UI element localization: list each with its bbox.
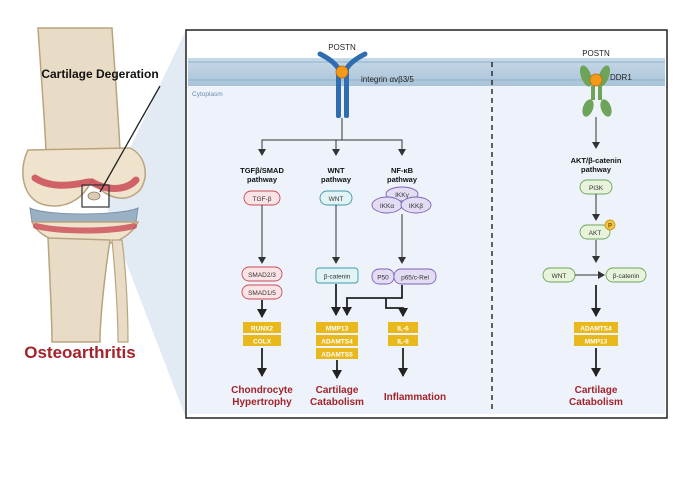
cytoplasm-region	[188, 86, 665, 414]
postn-ligand-left	[335, 65, 349, 79]
adamts5-box	[316, 348, 358, 359]
callout-line	[99, 85, 161, 193]
mmp13-box	[316, 322, 358, 333]
akt-outcome-2: Catabolism	[569, 397, 623, 408]
akt-title-1: AKT/β-catenin	[571, 156, 622, 165]
ikkb-label: IKKβ	[409, 203, 423, 210]
wnt-outcome-1: Cartilage	[316, 385, 359, 396]
runx2-box	[243, 322, 281, 333]
bcatenin-label: β-catenin	[324, 274, 351, 281]
phospho-badge	[604, 219, 616, 231]
tgf-outcome-1: Chondrocyte	[231, 385, 293, 396]
integrin-branch	[258, 118, 406, 156]
smad15-node	[241, 284, 283, 300]
adamts5-label: ADAMTS5	[321, 352, 353, 359]
smad23-label: SMAD2/3	[248, 272, 276, 279]
zoom-wedge	[108, 30, 186, 418]
pi3k-label: PI3K	[589, 185, 604, 192]
cytoplasm-label: Cytoplasm	[192, 91, 223, 98]
smad15-label: SMAD1/5	[248, 290, 276, 297]
wnt-title-2: pathway	[321, 175, 352, 184]
akt-label: AKT	[589, 230, 602, 237]
ikkg-label: IKKγ	[395, 192, 409, 199]
tgf-node-label: TGF-β	[253, 196, 272, 203]
wnt-outcome-2: Catabolism	[310, 397, 364, 408]
integrin-label: integrin αvβ3/5	[361, 75, 414, 84]
tgf-title-2: pathway	[247, 175, 278, 184]
akt-title-2: pathway	[581, 165, 612, 174]
callout-label: Cartilage Degeration	[41, 67, 158, 81]
akt-node	[579, 224, 611, 240]
ddr1-receptor	[579, 65, 612, 117]
akt-bcat-label: β-catenin	[613, 273, 640, 280]
adamts4-label: ADAMTS4	[321, 339, 353, 346]
postn-label-left: POSTN	[328, 43, 356, 52]
nfkb-to-wnt-arrow	[342, 285, 403, 316]
il8-box	[388, 335, 418, 346]
smad23-node	[241, 266, 283, 282]
disease-title: Osteoarthritis	[24, 343, 135, 362]
akt-mmp13-label: MMP13	[585, 339, 608, 346]
mmp13-label: MMP13	[326, 326, 349, 333]
integrin-receptor	[317, 51, 368, 118]
ddr1-label: DDR1	[610, 73, 632, 82]
tgf-outcome-2: Hypertrophy	[232, 397, 292, 408]
p65-node	[393, 268, 437, 285]
knee-illustration	[22, 27, 146, 343]
il6-box	[388, 322, 418, 333]
phospho-label: P	[608, 224, 612, 230]
il8-label: IL-8	[397, 339, 409, 346]
runx2-label: RUNX2	[251, 326, 273, 333]
colx-label: COLX	[253, 339, 272, 346]
akt-mmp13-box	[574, 335, 618, 346]
nfkb-title-2: pathway	[387, 175, 418, 184]
bcatenin-node	[315, 267, 359, 284]
zoom-box	[81, 184, 110, 208]
p50-label: P50	[377, 275, 389, 282]
tgf-title-1: TGFβ/SMAD	[240, 166, 284, 175]
akt-outcome-1: Cartilage	[575, 385, 618, 396]
p65-label: p65/c-Rel	[401, 275, 429, 282]
nfkb-outcome: Inflammation	[384, 392, 446, 403]
nfkb-title-1: NF-κB	[391, 166, 414, 175]
wnt-title-1: WNT	[327, 166, 344, 175]
akt-adamts4-label: ADAMTS4	[580, 326, 612, 333]
akt-wnt-label: WNT	[552, 273, 567, 280]
akt-adamts4-box	[574, 322, 618, 333]
il6-label: IL-6	[397, 326, 409, 333]
colx-box	[243, 335, 281, 346]
nfkb-arrow-2	[385, 298, 408, 317]
wnt-node-label: WNT	[329, 196, 344, 203]
akt-bcat-node	[605, 267, 647, 283]
adamts4-box	[316, 335, 358, 346]
postn-ligand-right	[589, 73, 603, 87]
ikk-complex	[371, 186, 432, 214]
ikka-label: IKKα	[380, 203, 394, 210]
postn-label-right: POSTN	[582, 49, 610, 58]
